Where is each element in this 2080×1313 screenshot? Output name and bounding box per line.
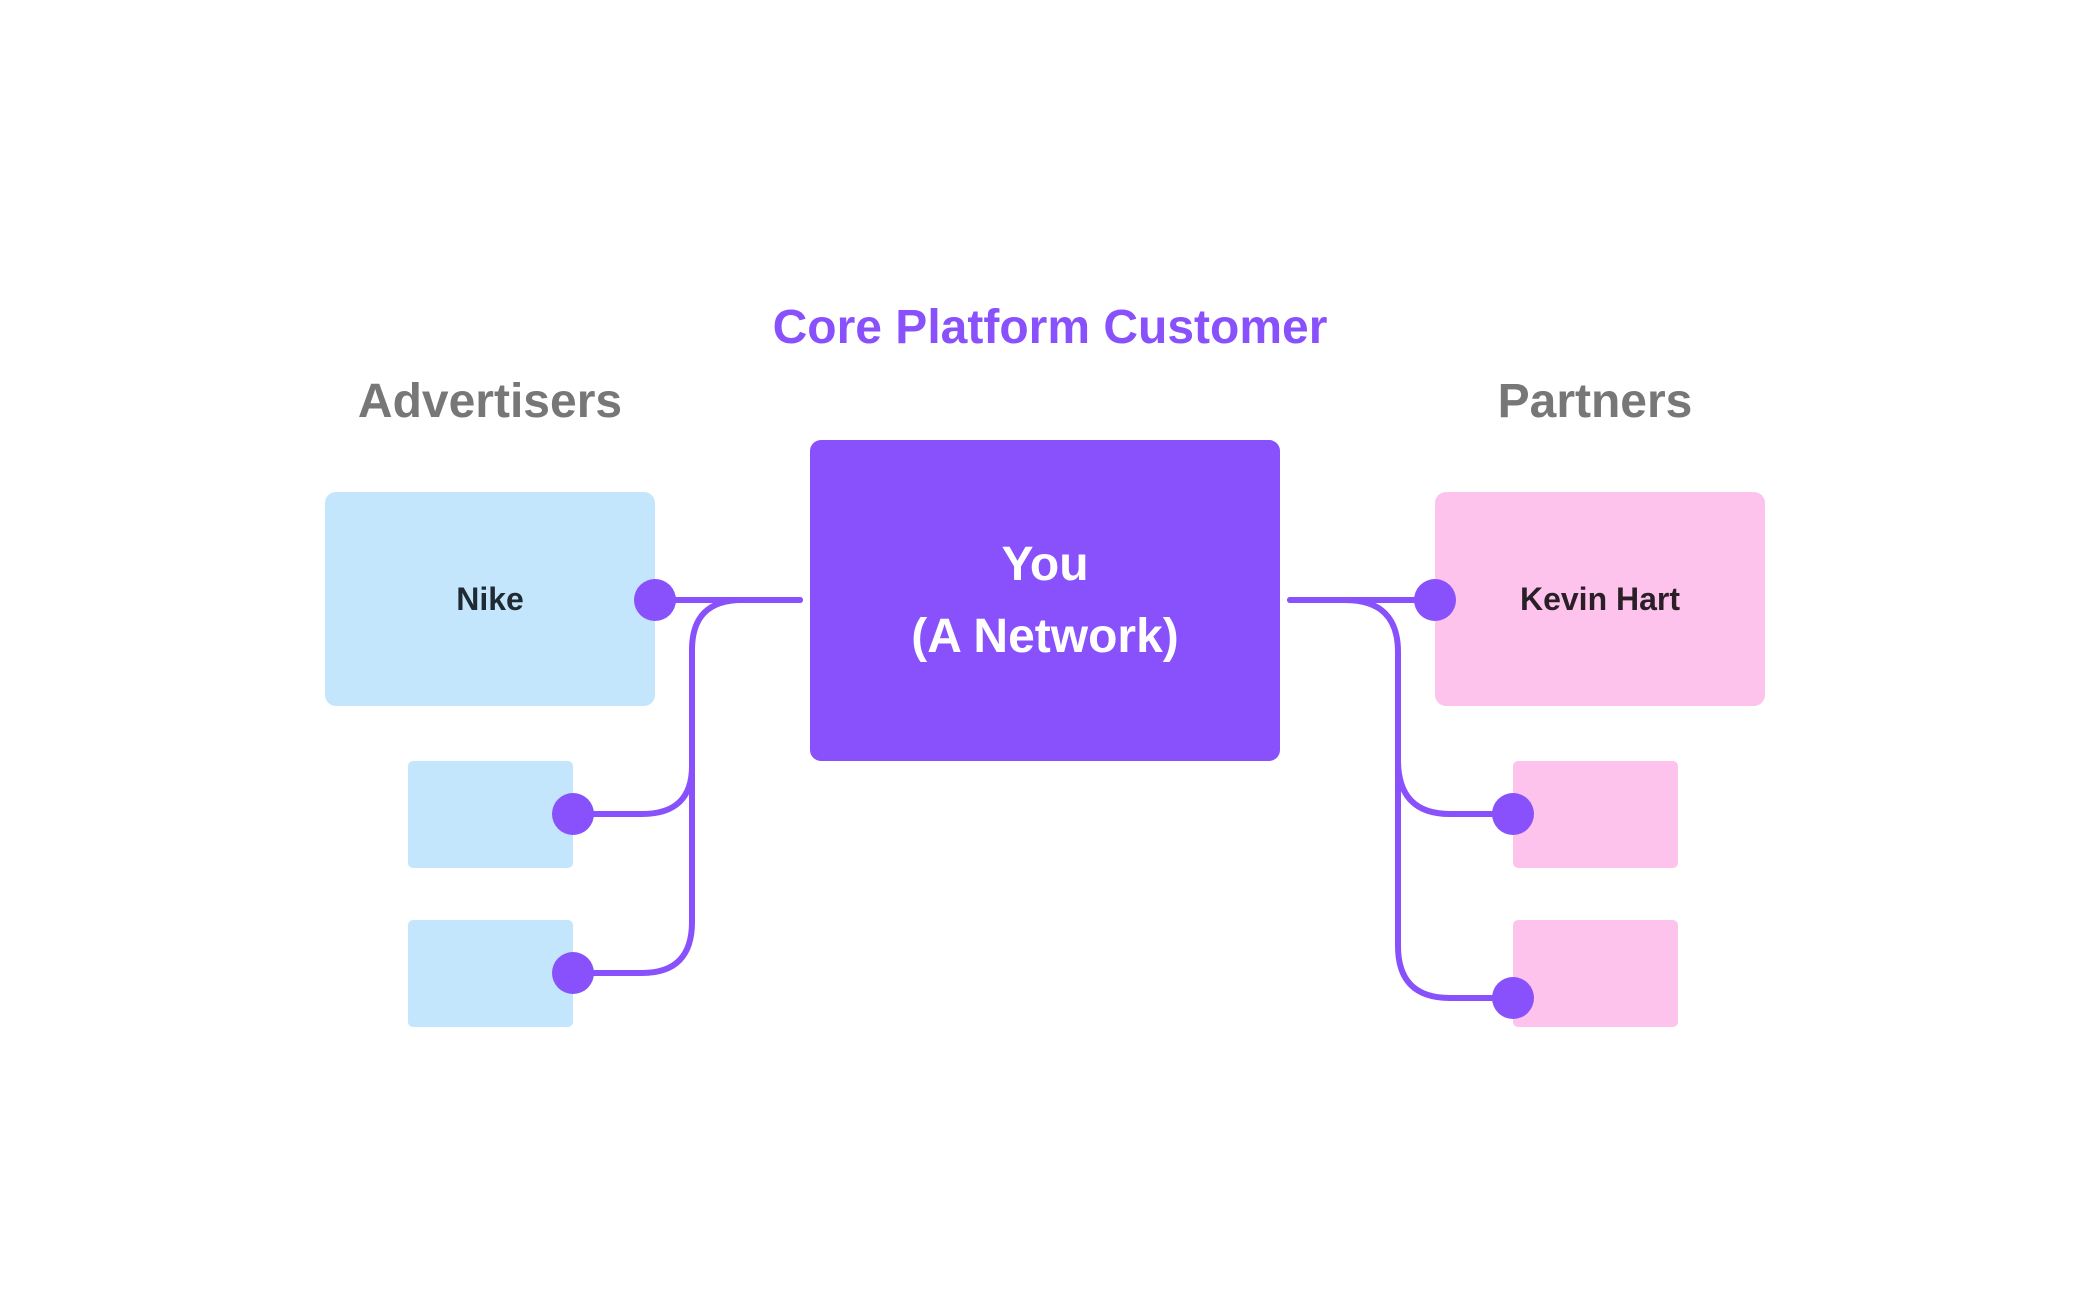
- connector-dot-adv-3: [552, 952, 594, 994]
- connector-par-2: [1395, 757, 1516, 817]
- partner-node: [1513, 920, 1678, 1027]
- advertiser-node: [408, 761, 573, 868]
- connector-right-trunk: [1287, 597, 1516, 1001]
- connector-dot-par-2: [1492, 793, 1534, 835]
- diagram-title: Core Platform Customer: [772, 301, 1328, 354]
- connector-adv-2: [570, 763, 695, 817]
- center-node-line1: You: [1001, 537, 1089, 591]
- partner-node-label: Kevin Hart: [1519, 580, 1681, 617]
- advertisers-label: Advertisers: [357, 375, 623, 428]
- connector-dot-adv-2: [552, 793, 594, 835]
- connector-dot-par-3: [1492, 977, 1534, 1019]
- advertiser-node: [408, 920, 573, 1027]
- center-network-node: You (A Network): [810, 440, 1280, 761]
- partner-node-kevin-hart: Kevin Hart: [1435, 492, 1765, 706]
- connector-dot-nike: [634, 579, 676, 621]
- center-node-line2: (A Network): [911, 609, 1179, 663]
- advertiser-node-nike: Nike: [325, 492, 655, 706]
- partners-label: Partners: [1497, 375, 1693, 428]
- advertiser-node-label: Nike: [456, 580, 524, 617]
- connector-dot-kevin: [1414, 579, 1456, 621]
- partner-node: [1513, 761, 1678, 868]
